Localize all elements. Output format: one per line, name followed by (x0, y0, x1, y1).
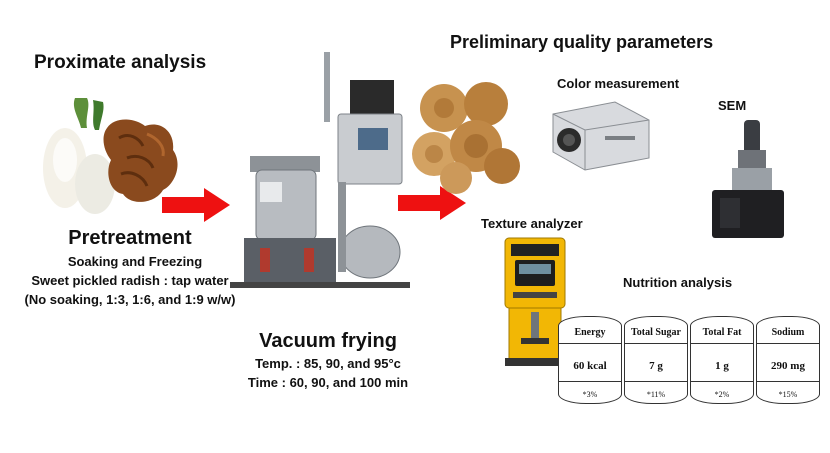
nutrition-header: Total Fat (702, 327, 742, 338)
vacuum-frying-title: Vacuum frying (259, 330, 397, 352)
vacuum-frying-time: Time : 60, 90, and 100 min (247, 375, 409, 390)
pretreatment-title: Pretreatment (68, 227, 192, 249)
proximate-analysis-title: Proximate analysis (34, 52, 207, 73)
nutrition-percent: *2% (714, 390, 730, 399)
nutrition-column-sodium: Sodium 290 mg *15% (756, 316, 820, 404)
nutrition-column-total-fat: Total Fat 1 g *2% (690, 316, 754, 404)
nutrition-header: Total Sugar (631, 327, 681, 338)
nutrition-column-energy: Energy 60 kcal *3% (558, 316, 622, 404)
arrow-to-frying (162, 188, 230, 222)
radish-chips-image (412, 82, 520, 194)
pretreatment-line-1: Soaking and Freezing (67, 254, 203, 269)
vacuum-frying-temp: Temp. : 85, 90, and 95°c (255, 356, 401, 371)
nutrition-header: Energy (574, 327, 606, 338)
nutrition-value: 60 kcal (573, 360, 607, 372)
nutrition-value: 290 mg (771, 360, 805, 372)
nutrition-table: Energy 60 kcal *3% Total Sugar 7 g *11% … (558, 316, 822, 404)
nutrition-percent: *11% (646, 390, 666, 399)
nutrition-header: Sodium (771, 327, 805, 338)
sem-title: SEM (718, 98, 747, 113)
nutrition-value: 1 g (715, 360, 729, 372)
pretreatment-line-2: Sweet pickled radish : tap water (31, 273, 229, 288)
nutrition-analysis-title: Nutrition analysis (623, 275, 733, 290)
nutrition-column-total-sugar: Total Sugar 7 g *11% (624, 316, 688, 404)
colorimeter-image (552, 101, 650, 171)
color-measurement-title: Color measurement (557, 76, 680, 91)
radish-image (43, 98, 178, 214)
nutrition-percent: *3% (582, 390, 598, 399)
nutrition-value: 7 g (649, 360, 663, 372)
pretreatment-line-3: (No soaking, 1:3, 1:6, and 1:9 w/w) (24, 292, 236, 307)
nutrition-percent: *15% (778, 390, 798, 399)
sem-image (712, 120, 784, 238)
quality-parameters-title: Preliminary quality parameters (450, 32, 714, 52)
texture-analyzer-image (504, 237, 567, 366)
texture-analyzer-title: Texture analyzer (481, 216, 583, 231)
vacuum-fryer-image (230, 52, 410, 288)
